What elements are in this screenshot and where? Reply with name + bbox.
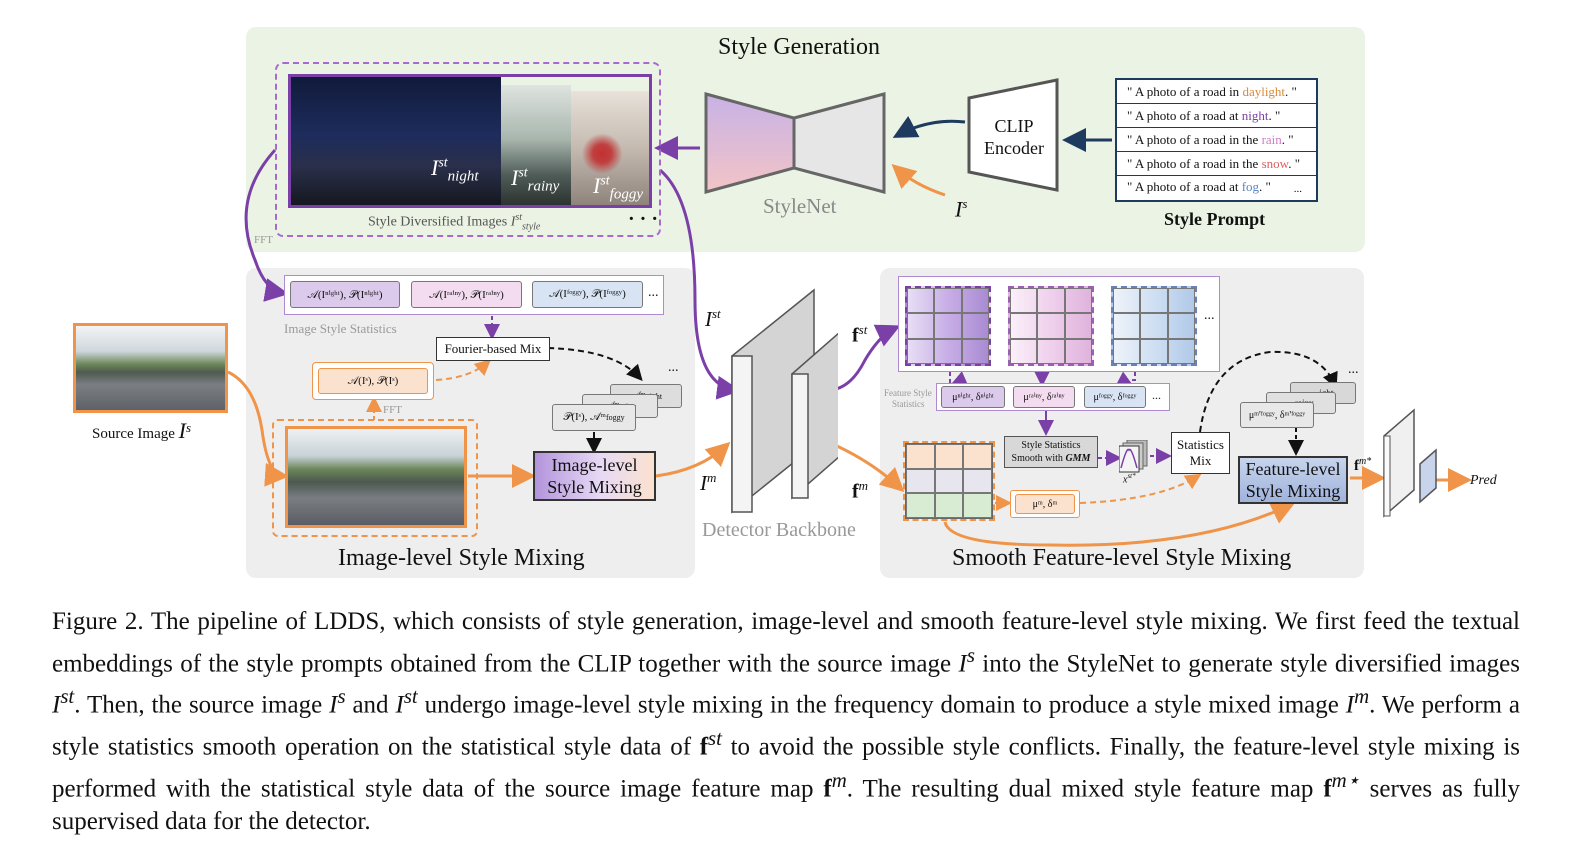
caption-label: Figure 2. [52, 608, 144, 635]
fst-label: fst [852, 322, 868, 347]
rainy-image [501, 85, 571, 205]
feature-stats-label: Feature Style Statistics [884, 388, 932, 409]
stats-chip-night: 𝒜(Iⁿⁱᵍʰᵗ), 𝒫(Iⁿⁱᵍʰᵗ) [290, 281, 400, 308]
feature-stats-more: ... [1152, 388, 1161, 402]
style-generation-title: Style Generation [718, 34, 880, 60]
stats-chip-rainy: 𝒜(Iʳᵃⁱⁿʸ), 𝒫(Iʳᵃⁱⁿʸ) [411, 281, 522, 308]
fmstar-label: fm* [1354, 456, 1372, 474]
prompt-row: " A photo of a road at night. " [1117, 104, 1316, 128]
stylenet-source-input: Is [955, 196, 968, 222]
prompt-row: " A photo of a road in daylight. " [1117, 80, 1316, 104]
foggy-image [571, 91, 649, 205]
image-level-title: Image-level Style Mixing [338, 545, 585, 571]
stats-chip-foggy: 𝒜(Iᶠᵒᵍᵍʸ), 𝒫(Iᶠᵒᵍᵍʸ) [532, 281, 643, 308]
mixed-feature-chip: μᵐ'ᶠᵒᵍᵍʸ, δᵐ'ᶠᵒᵍᵍʸ [1240, 402, 1314, 428]
source-feature-stats-chip: μᵐ, δᵐ [1015, 494, 1075, 514]
detector-backbone-shape [731, 288, 838, 514]
mixed-feature-more: ... [1348, 362, 1359, 377]
style-prompt-label: Style Prompt [1164, 209, 1266, 229]
pipeline-figure: Style Generation Istnight Istrainy Istfo… [73, 27, 1497, 578]
prompt-row: " A photo of a road in the snow. " [1117, 152, 1316, 176]
fourier-mix-box: Fourier-based Mix [436, 337, 550, 361]
rainy-image-tag: Istrainy [511, 165, 560, 195]
feature-stats-chip-night: μⁿⁱᵍʰᵗ, δⁿⁱᵍʰᵗ [941, 386, 1005, 408]
ist-label: Ist [705, 306, 721, 331]
diversified-images-strip: Istnight Istrainy Istfoggy [288, 74, 652, 208]
night-image [291, 77, 501, 205]
cubes-more: ... [1204, 308, 1215, 323]
caption-seg1: The pipeline of LDDS, which consists of … [52, 608, 1520, 677]
feature-cube-foggy [1111, 286, 1197, 366]
prompt-row: " A photo of a road in the rain. " [1117, 128, 1316, 152]
night-image-tag: Istnight [431, 155, 479, 185]
diversified-images-label: Style Diversified Images Iststyle [368, 212, 541, 233]
feature-stats-chip-foggy: μᶠᵒᵍᵍʸ, δᶠᵒᵍᵍʸ [1084, 386, 1146, 408]
fm-label: fm [852, 478, 869, 503]
feature-cube-night [905, 286, 991, 366]
diversified-images-container [275, 62, 661, 237]
source-photo-copy [285, 426, 467, 528]
stylenet-icon [704, 92, 886, 194]
source-feature-cube [905, 443, 993, 519]
statistics-mix-box: Statistics Mix [1171, 432, 1230, 474]
style-prompt-list: " A photo of a road in daylight. " " A p… [1115, 78, 1318, 202]
xst-label: xst* [1123, 472, 1136, 486]
stats-more: ... [648, 285, 659, 300]
feature-level-mixing-box: Feature-level Style Mixing [1238, 456, 1348, 504]
source-photo-dashed [272, 419, 478, 537]
image-style-stats-label: Image Style Statistics [284, 321, 397, 336]
source-image [73, 323, 228, 413]
figure-caption: Figure 2. The pipeline of LDDS, which co… [52, 608, 1520, 835]
source-image-label: Source Image Is [92, 418, 192, 443]
image-level-mixing-box: Image-level Style Mixing [533, 451, 656, 501]
source-feature-cube-dashed [903, 441, 995, 521]
stylenet-label: StyleNet [763, 194, 837, 218]
pred-label: Pred [1470, 473, 1497, 488]
source-stats-chip: 𝒜(Iˢ), 𝒫(Iˢ) [318, 368, 428, 394]
im-label: Im [700, 470, 717, 495]
clip-encoder-label: CLIP Encoder [984, 116, 1044, 158]
fft-label-top: FFT [254, 234, 273, 246]
feature-cube-rainy [1008, 286, 1094, 366]
prompt-row: " A photo of a road at fog. "... [1127, 179, 1302, 195]
fft-label-bottom: FFT [383, 404, 402, 416]
detector-backbone-label: Detector Backbone [702, 519, 856, 541]
foggy-image-tag: Istfoggy [593, 173, 643, 203]
detector-head-shape [1383, 408, 1437, 518]
feature-level-title: Smooth Feature-level Style Mixing [952, 545, 1292, 571]
clip-encoder-shape [967, 78, 1059, 192]
feature-stats-chip-rainy: μʳᵃⁱⁿʸ, δʳᵃⁱⁿʸ [1013, 386, 1075, 408]
gmm-distribution-icon [1119, 440, 1148, 473]
stats-smooth-box: Style Statistics Smooth with GMM [1004, 436, 1098, 468]
diversified-more: · · · [628, 208, 659, 230]
mixed-stats-more: ... [668, 360, 679, 375]
